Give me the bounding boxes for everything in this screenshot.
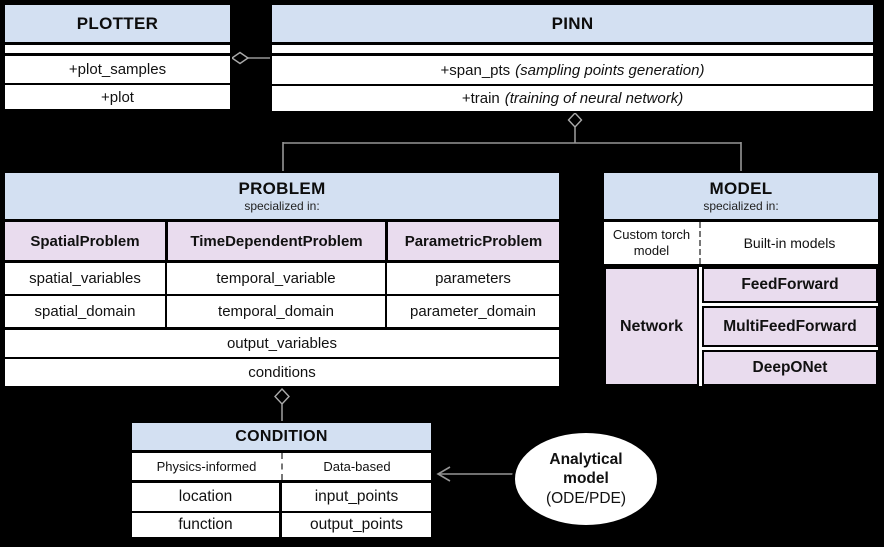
model-header: MODEL specialized in: — [604, 173, 878, 219]
attribute: function — [132, 513, 282, 537]
subclass-header-row: SpatialProblem TimeDependentProblem Para… — [5, 219, 559, 260]
problem-header: PROBLEM specialized in: — [5, 173, 559, 219]
empty-compartment — [5, 42, 230, 53]
problem-condition-aggregation — [274, 387, 290, 421]
builtin-model-cell: MultiFeedForward — [702, 305, 878, 348]
ellipse-text: Analytical — [549, 450, 623, 468]
attribute: temporal_domain — [165, 296, 385, 327]
method-name: +train — [461, 90, 500, 107]
method-row: +plot — [5, 83, 230, 109]
class-title: MODEL — [709, 179, 773, 198]
pinn-children-connector — [282, 111, 742, 171]
builtin-models-column: FeedForward MultiFeedForward DeepONet — [702, 267, 878, 386]
condition-category-row: Physics-informed Data-based — [132, 450, 431, 480]
attribute: location — [132, 483, 282, 511]
plotter-class-box: PLOTTER +plot_samples +plot — [3, 3, 232, 111]
shared-attribute: output_variables — [5, 327, 559, 357]
method-row: +span_pts (sampling points generation) — [272, 53, 873, 84]
model-class-box: MODEL specialized in: Custom torch model… — [602, 171, 880, 388]
category-label: Built-in models — [743, 235, 836, 251]
method-name: +plot_samples — [68, 61, 167, 78]
method-row: +train (training of neural network) — [272, 84, 873, 111]
builtin-model-cell: FeedForward — [702, 267, 878, 303]
subclass-name: TimeDependentProblem — [165, 222, 385, 260]
method-row: +plot_samples — [5, 53, 230, 83]
pinn-class-box: PINN +span_pts (sampling points generati… — [270, 3, 875, 113]
pinn-header: PINN — [272, 5, 873, 42]
attribute-row: function output_points — [132, 511, 431, 537]
problem-class-box: PROBLEM specialized in: SpatialProblem T… — [3, 171, 561, 388]
category-label: Physics-informed — [132, 453, 283, 480]
attribute: output_points — [309, 516, 404, 533]
empty-compartment — [272, 42, 873, 53]
builtin-model-cell: DeepONet — [702, 350, 878, 386]
condition-header: CONDITION — [132, 423, 431, 450]
attribute: parameters — [385, 263, 559, 294]
plotter-pinn-aggregation — [230, 51, 270, 65]
analytical-condition-arrow — [436, 466, 514, 482]
attribute: temporal_variable — [165, 263, 385, 294]
method-note: (sampling points generation) — [515, 61, 705, 79]
attribute: spatial_domain — [34, 303, 136, 320]
plotter-header: PLOTTER — [5, 5, 230, 42]
attribute-row: location input_points — [132, 480, 431, 511]
attribute-row: spatial_domain temporal_domain parameter… — [5, 294, 559, 327]
model-category-row: Custom torch model Built-in models — [604, 219, 878, 264]
category-label: Data-based — [323, 459, 391, 474]
aggregation-diamond-icon — [567, 111, 583, 129]
method-name: +plot — [101, 88, 134, 106]
attribute: parameter_domain — [385, 296, 559, 327]
class-subtitle: specialized in: — [244, 199, 320, 213]
ellipse-text: (ODE/PDE) — [545, 489, 627, 507]
class-title: CONDITION — [235, 427, 328, 445]
class-subtitle: specialized in: — [703, 199, 779, 213]
subclass-name: ParametricProblem — [385, 222, 559, 260]
attribute: spatial_variables — [29, 270, 141, 287]
class-title: PLOTTER — [76, 13, 159, 33]
shared-attribute: conditions — [5, 357, 559, 386]
ellipse-text: model — [563, 470, 609, 488]
custom-model-cell: Network — [604, 267, 699, 386]
class-title: PINN — [551, 13, 594, 33]
class-title: PROBLEM — [238, 179, 326, 198]
arrowhead-icon — [436, 466, 451, 482]
method-note: (training of neural network) — [504, 90, 684, 107]
aggregation-diamond-icon — [230, 51, 250, 65]
aggregation-diamond-icon — [274, 387, 290, 406]
condition-class-box: CONDITION Physics-informed Data-based lo… — [130, 421, 433, 539]
attribute: input_points — [314, 488, 399, 505]
subclass-name: SpatialProblem — [5, 222, 165, 260]
attribute-row: spatial_variables temporal_variable para… — [5, 260, 559, 294]
analytical-model-ellipse: Analytical model (ODE/PDE) — [512, 430, 660, 528]
model-variants: Network FeedForward MultiFeedForward Dee… — [604, 264, 878, 386]
method-name: +span_pts — [440, 61, 511, 79]
category-label: Custom torch model — [604, 222, 701, 264]
